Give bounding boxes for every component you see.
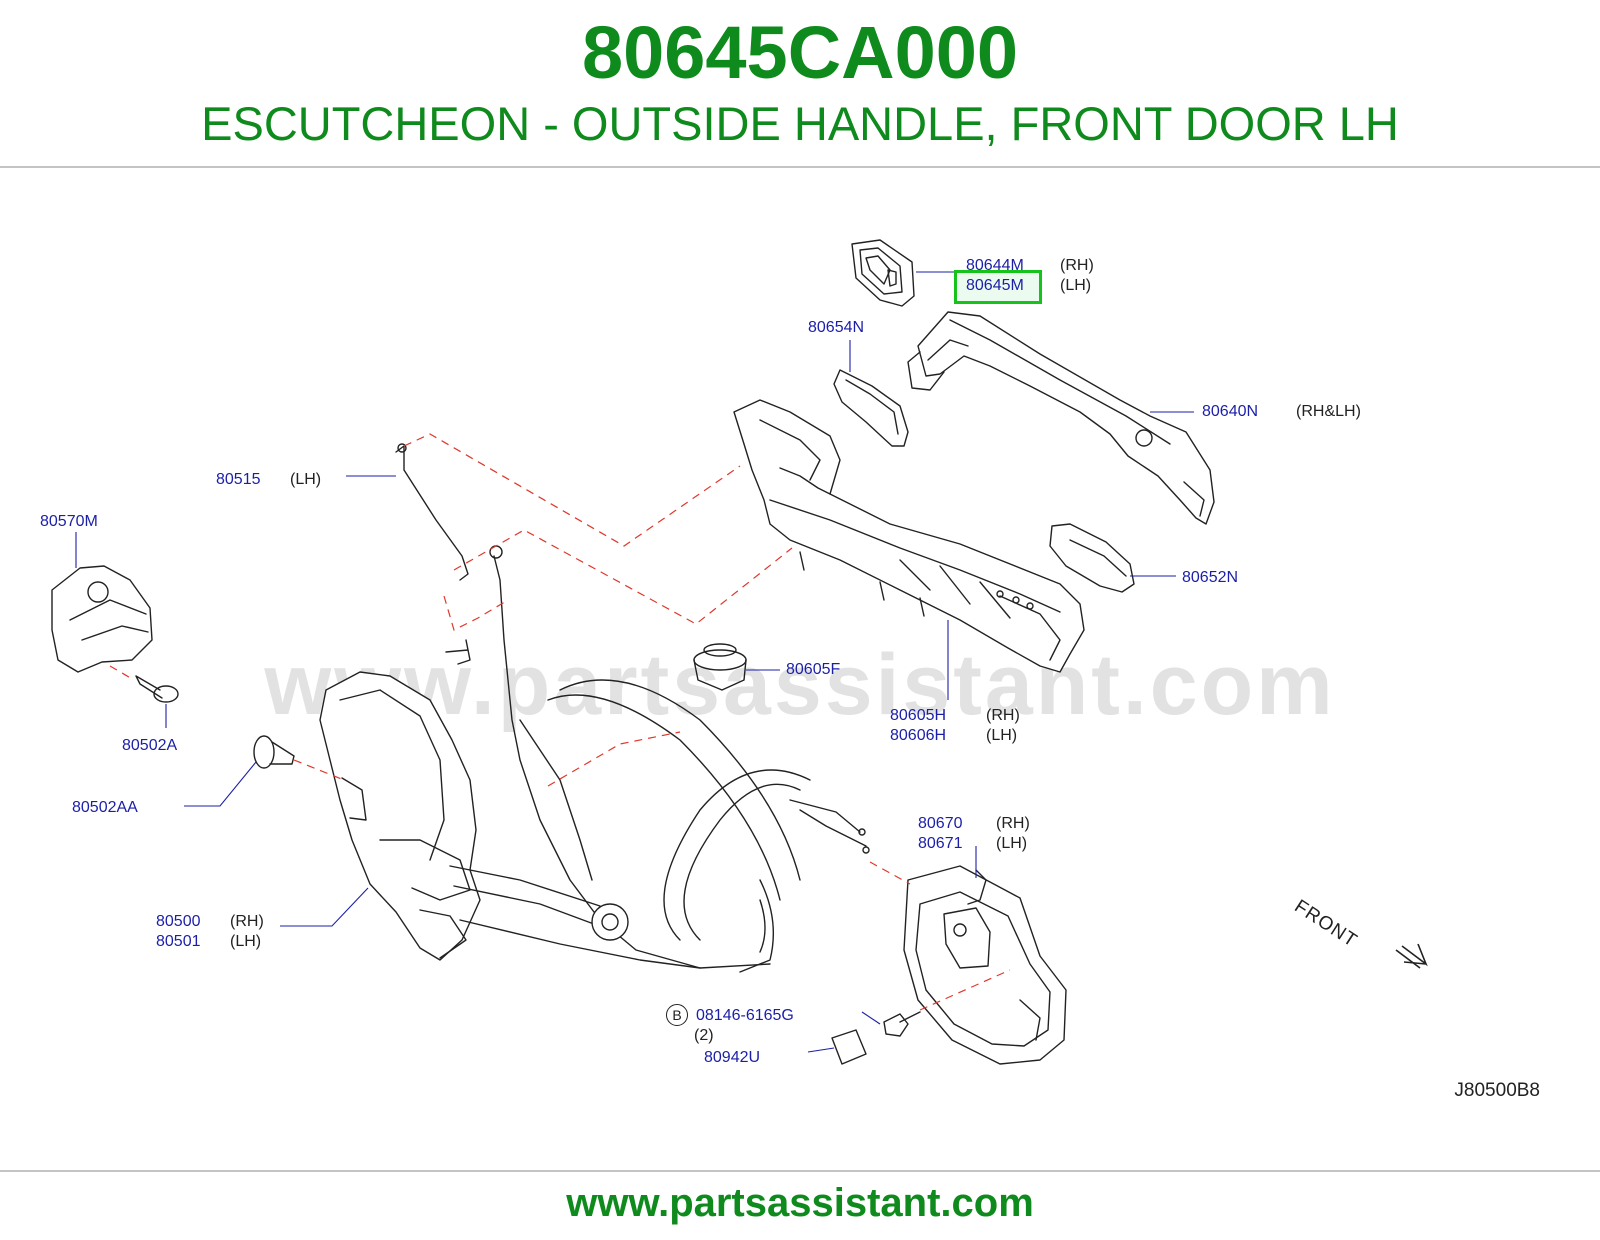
callout-80515-note: (LH) <box>290 471 322 488</box>
striker-drawing <box>51 565 153 673</box>
callout-80670[interactable]: 80670 <box>918 815 963 832</box>
b-marker-icon: B <box>666 1004 688 1026</box>
callout-80654n[interactable]: 80654N <box>808 319 865 336</box>
door-lock-actuator-drawing <box>319 671 481 961</box>
callout-80942u[interactable]: 80942U <box>704 1049 761 1066</box>
footer-website-link[interactable]: www.partsassistant.com <box>566 1181 1034 1225</box>
gasket-front-drawing <box>833 369 909 447</box>
callout-80605f[interactable]: 80605F <box>786 661 841 678</box>
callout-80605h[interactable]: 80605H <box>890 707 947 724</box>
callout-80606h-note: (LH) <box>986 727 1018 744</box>
inside-handle-drawing <box>903 865 1067 1065</box>
callout-80671[interactable]: 80671 <box>918 835 963 852</box>
callout-80500[interactable]: 80500 <box>156 913 201 930</box>
gasket-rear-drawing <box>1049 523 1135 593</box>
cap-drawing <box>831 1029 867 1065</box>
screw-drawing <box>883 1011 921 1037</box>
striker-bolt-drawing <box>135 675 179 703</box>
diagram-reference-code: J80500B8 <box>1454 1080 1540 1101</box>
callout-80645m-note: (LH) <box>1060 277 1092 294</box>
lock-rod-drawing <box>395 443 469 581</box>
parts-diagram-panel <box>0 218 1600 1116</box>
escutcheon-part-drawing <box>851 239 915 307</box>
handle-bracket-drawing <box>733 399 1085 673</box>
part-description: ESCUTCHEON - OUTSIDE HANDLE, FRONT DOOR … <box>201 97 1399 150</box>
callout-80640n-note: (RH&LH) <box>1296 403 1361 420</box>
callout-80644m[interactable]: 80644M <box>966 257 1024 274</box>
callout-80652n[interactable]: 80652N <box>1182 569 1239 586</box>
callout-80501[interactable]: 80501 <box>156 933 201 950</box>
callout-08146-qty: (2) <box>694 1027 714 1044</box>
callout-80502a[interactable]: 80502A <box>122 737 178 754</box>
part-number-title: 80645CA000 <box>581 11 1019 94</box>
callout-80501-note: (LH) <box>230 933 262 950</box>
relation-dashed-lines <box>109 433 1011 1011</box>
lock-bolt-drawing <box>253 735 295 769</box>
callout-leader-lines <box>75 271 1194 1053</box>
callout-80640n[interactable]: 80640N <box>1202 403 1259 420</box>
callout-80644m-note: (RH) <box>1060 257 1094 274</box>
callout-80670-note: (RH) <box>996 815 1030 832</box>
cable-assembly-drawing <box>445 545 870 973</box>
callout-80671-note: (LH) <box>996 835 1028 852</box>
header-divider <box>0 166 1600 168</box>
callout-80606h[interactable]: 80606H <box>890 727 947 744</box>
callout-80500-note: (RH) <box>230 913 264 930</box>
callout-80645m[interactable]: 80645M <box>966 277 1024 294</box>
callout-80502aa[interactable]: 80502AA <box>72 799 138 816</box>
callout-80605h-note: (RH) <box>986 707 1020 724</box>
callout-08146-6165g[interactable]: 08146-6165G <box>696 1007 794 1024</box>
front-direction-arrow <box>1395 943 1428 969</box>
selected-part-highlight[interactable] <box>954 270 1042 304</box>
grommet-drawing <box>693 643 747 691</box>
callout-80570m[interactable]: 80570M <box>40 513 98 530</box>
watermark: www.partsassistant.com <box>264 637 1336 733</box>
outside-handle-grip-drawing <box>907 311 1215 525</box>
footer-divider <box>0 1170 1600 1172</box>
callout-80515[interactable]: 80515 <box>216 471 261 488</box>
